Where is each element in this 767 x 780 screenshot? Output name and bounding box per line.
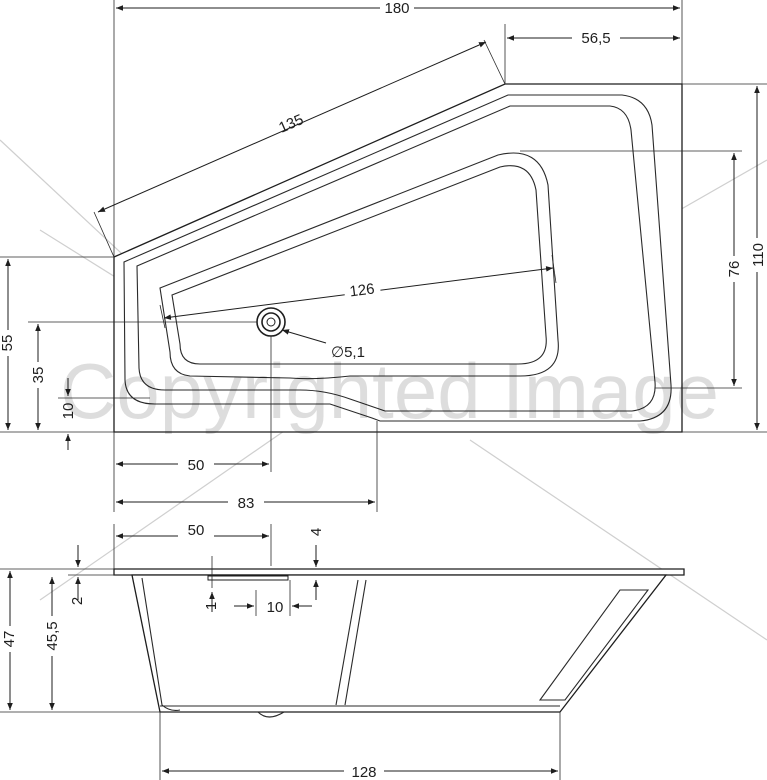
inner-rim-contour <box>136 105 656 412</box>
dim-drain-diameter: ∅5,1 <box>331 344 365 361</box>
drain-dip <box>257 711 285 718</box>
side-dim-step-width: 10 <box>267 599 284 616</box>
dim-inner-length: 126 <box>349 280 376 300</box>
side-dim-top-gap: 4 <box>308 528 325 536</box>
inner-left-wall <box>141 577 181 711</box>
side-dim-drain-offset: 50 <box>188 522 205 539</box>
dim-drain-height: 35 <box>30 367 47 384</box>
watermark-text: Copyrighted Image <box>60 347 719 435</box>
top-view: 180 56,5 135 126 110 76 55 <box>0 0 767 512</box>
side-dim-step: 1 <box>203 602 220 610</box>
drain <box>256 307 286 337</box>
dim-step-offset: 83 <box>238 495 255 512</box>
side-dim-rim: 2 <box>69 597 86 605</box>
dim-slanted-side: 135 <box>276 111 306 137</box>
dim-total-width: 180 <box>384 0 409 17</box>
side-dim-bottom-length: 128 <box>351 764 376 780</box>
side-dim-total-height: 47 <box>1 631 18 648</box>
dim-step-height: 10 <box>60 403 77 420</box>
side-dim-inner-height: 45,5 <box>44 621 61 650</box>
dim-drain-offset: 50 <box>188 457 205 474</box>
rim-contour <box>123 94 672 422</box>
inner-right-wall-2 <box>344 579 367 706</box>
dim-short-top: 56,5 <box>581 30 610 47</box>
inner-right-wall <box>335 579 359 706</box>
tub-rim-side <box>113 568 685 576</box>
basin-floor-inner <box>171 165 547 365</box>
back-rest <box>538 589 650 701</box>
dim-right-height: 110 <box>750 243 767 267</box>
side-view: 50 4 10 1 2 47 45,5 128 <box>0 521 685 780</box>
basin-floor <box>159 152 559 380</box>
dim-left-height: 55 <box>0 335 16 352</box>
dim-inner-right-height: 76 <box>726 261 743 278</box>
